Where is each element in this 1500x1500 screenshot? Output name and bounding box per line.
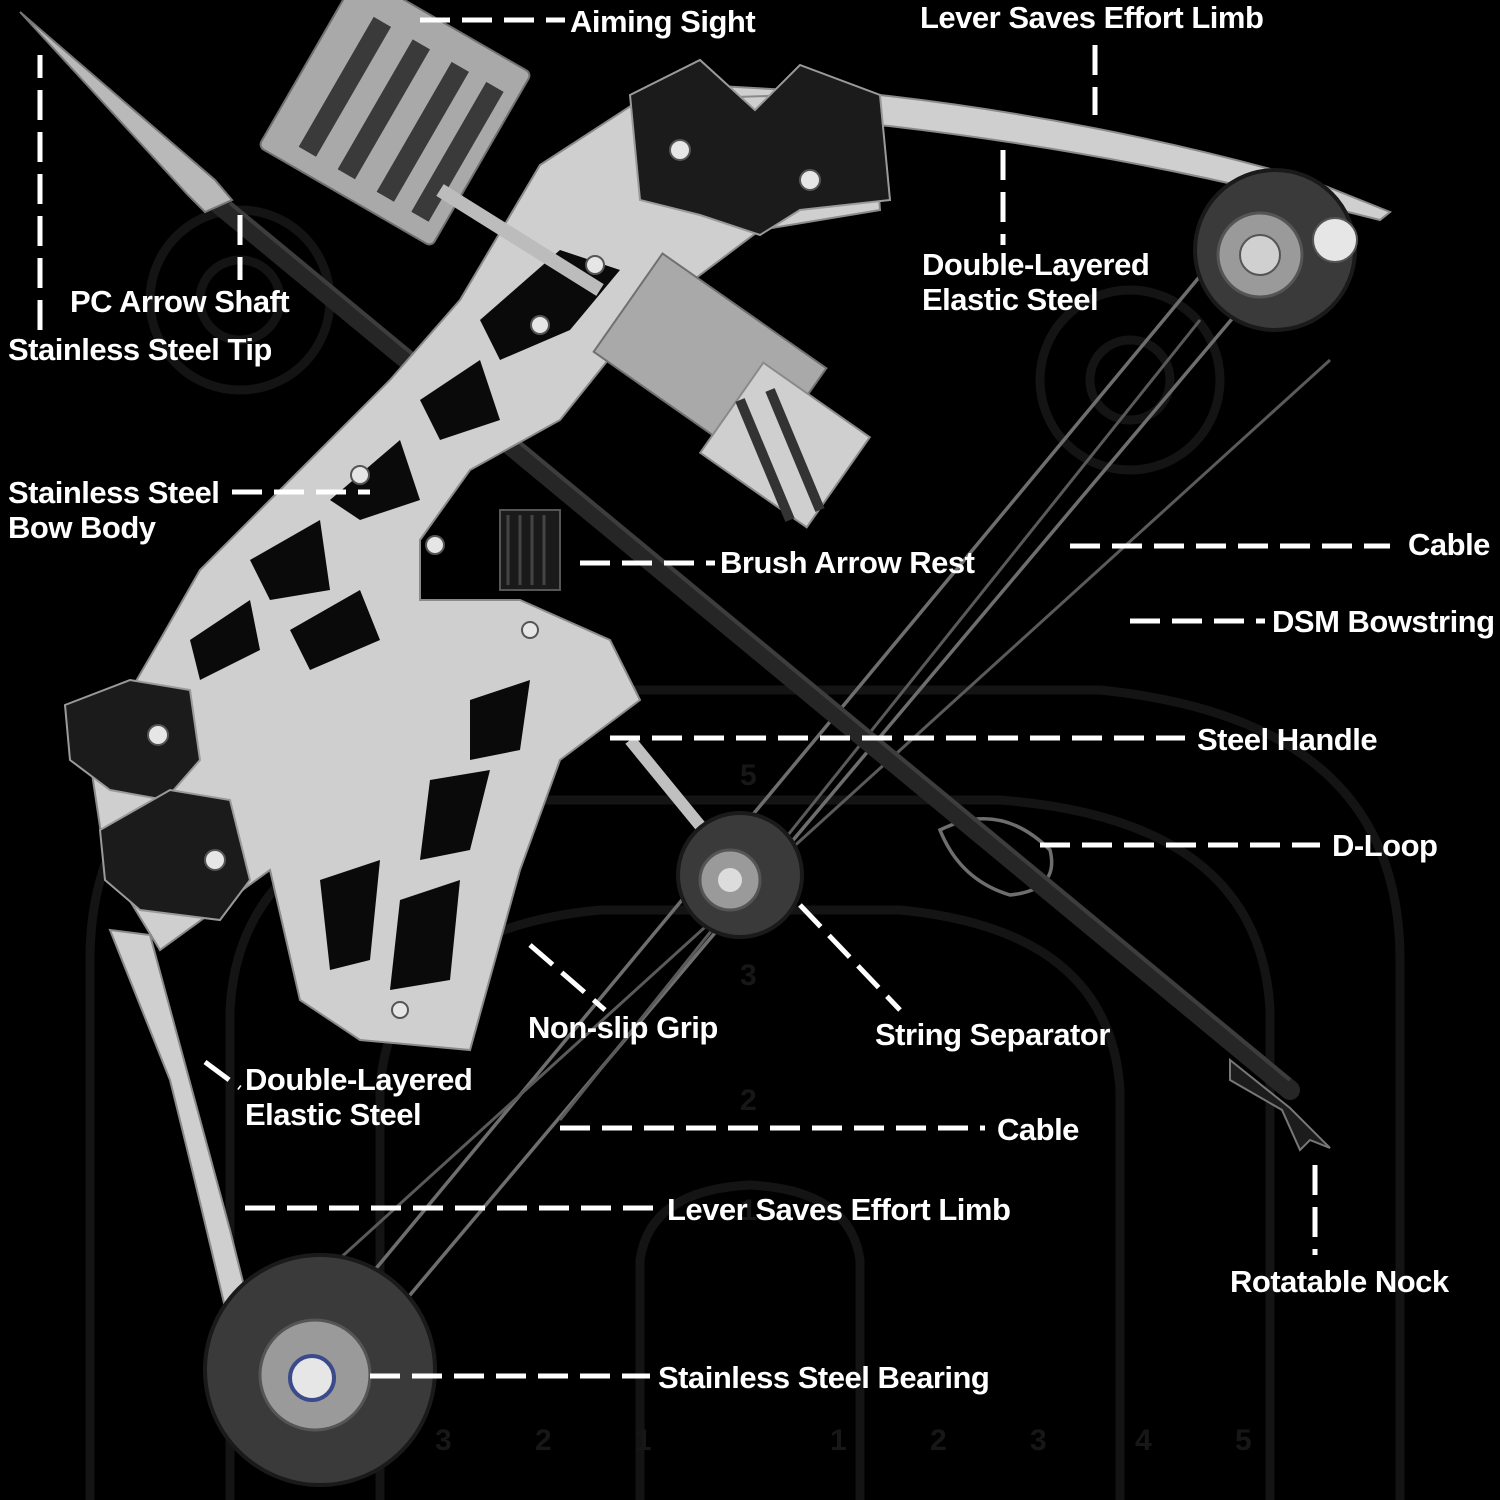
target-number: 4: [1135, 1424, 1152, 1457]
arrow-nock: [1229, 1057, 1331, 1152]
target-number: 2: [930, 1424, 947, 1457]
label-aiming-sight: Aiming Sight: [570, 4, 755, 39]
target-number: 2: [535, 1424, 552, 1457]
string-separator: [625, 736, 804, 939]
target-number: 1: [635, 1424, 652, 1457]
target-number: 5: [740, 759, 757, 792]
bow-illustration: [19, 0, 1392, 1487]
callout-leaders: [37, 17, 1390, 1379]
stabilizer: [592, 252, 872, 529]
label-pc-arrow-shaft: PC Arrow Shaft: [70, 284, 289, 319]
target-number: 1: [830, 1424, 847, 1457]
aiming-sight: [259, 0, 604, 296]
bottom-cam-wheel: [203, 1253, 437, 1487]
leader-double-layered-bottom: [203, 1059, 242, 1091]
label-non-slip-grip: Non-slip Grip: [528, 1010, 718, 1045]
leader-string-separator: [798, 903, 902, 1012]
target-number: 3: [740, 959, 757, 992]
riser: [63, 58, 892, 1052]
bottom-limb: [108, 928, 262, 1351]
target-number: 2: [740, 1084, 757, 1117]
target-number: 3: [435, 1424, 452, 1457]
label-string-separator: String Separator: [875, 1017, 1110, 1052]
label-double-layered-top-1: Double-Layered: [922, 247, 1149, 282]
label-double-layered-top-2: Elastic Steel: [922, 282, 1098, 317]
label-bow-body-2: Bow Body: [8, 510, 157, 545]
brush-arrow-rest: [499, 509, 561, 591]
arrow: [19, 11, 1331, 1152]
target-number: 3: [1030, 1424, 1047, 1457]
arrow-tip: [19, 11, 234, 214]
label-stainless-tip: Stainless Steel Tip: [8, 332, 272, 367]
target-number: 1: [740, 1194, 757, 1227]
label-dsm-bowstring: DSM Bowstring: [1272, 604, 1495, 639]
target-number: 5: [1235, 1424, 1252, 1457]
label-bow-body-1: Stainless Steel: [8, 475, 219, 510]
label-double-layered-bottom-2: Elastic Steel: [245, 1097, 421, 1132]
label-steel-handle: Steel Handle: [1197, 722, 1377, 757]
label-cable-bottom: Cable: [997, 1112, 1079, 1147]
top-cam-wheel: [1193, 168, 1358, 332]
callout-labels: Aiming Sight Lever Saves Effort Limb Dou…: [8, 0, 1495, 1395]
label-d-loop: D-Loop: [1332, 828, 1437, 863]
label-rotatable-nock: Rotatable Nock: [1230, 1264, 1450, 1299]
label-cable-top: Cable: [1408, 527, 1490, 562]
label-brush-arrow-rest: Brush Arrow Rest: [720, 545, 975, 580]
leader-non-slip-grip: [528, 943, 607, 1012]
label-stainless-bearing: Stainless Steel Bearing: [658, 1360, 989, 1395]
label-lever-limb-top: Lever Saves Effort Limb: [920, 0, 1263, 35]
label-double-layered-bottom-1: Double-Layered: [245, 1062, 472, 1097]
label-lever-limb-bottom: Lever Saves Effort Limb: [667, 1192, 1010, 1227]
